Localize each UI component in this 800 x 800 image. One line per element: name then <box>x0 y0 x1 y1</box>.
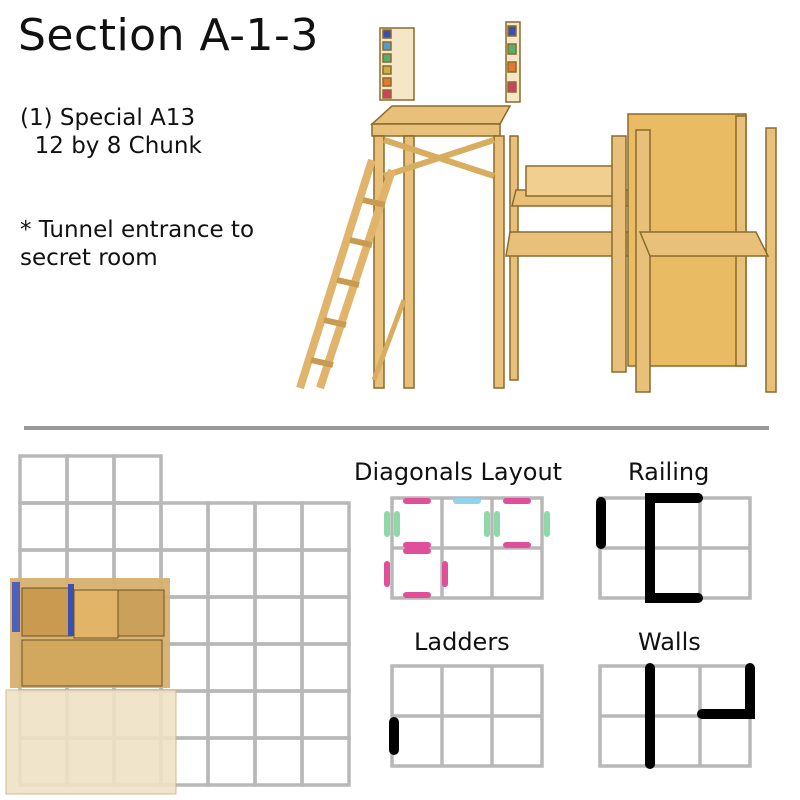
top-view-model <box>5 578 177 795</box>
grid-cell <box>300 736 351 787</box>
chunk-size-label: 12 by 8 Chunk <box>20 133 202 159</box>
remark-line-1: * Tunnel entrance to <box>20 217 255 243</box>
item-label: (1) Special A13 <box>20 105 196 131</box>
railing-marks <box>596 493 703 603</box>
diagonals-layout-label: Diagonals Layout <box>354 458 563 486</box>
railing-label: Railing <box>628 458 710 486</box>
wall-marks <box>645 663 755 769</box>
ladders-label: Ladders <box>414 628 510 656</box>
structure-3d-illustration <box>296 21 777 393</box>
diagonal-markers <box>384 498 550 598</box>
railing-grid <box>598 496 752 600</box>
section-title: Section A-1-3 <box>18 10 319 61</box>
ladders-grid <box>390 664 544 768</box>
remark-line-2: secret room <box>20 245 158 271</box>
walls-label: Walls <box>638 628 701 656</box>
section-divider <box>24 426 769 430</box>
